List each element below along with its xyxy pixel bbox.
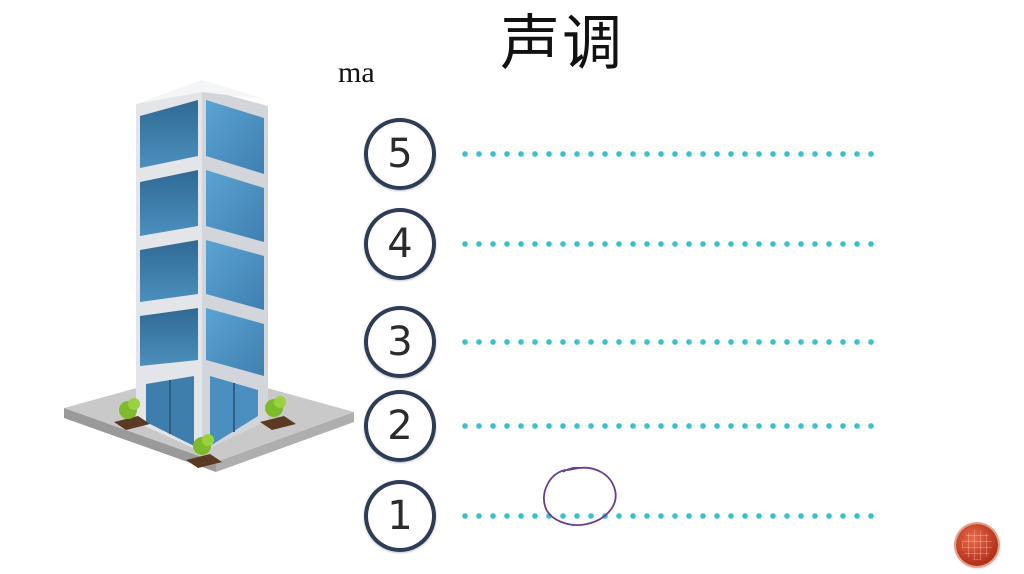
tone-level-badge: 3 — [364, 306, 436, 378]
slide-title: 声调 — [500, 9, 624, 79]
tone-level-badge: 2 — [364, 390, 436, 462]
tone-level-number: 1 — [368, 484, 432, 548]
dotted-guide-line — [458, 338, 874, 346]
dotted-guide-line — [458, 512, 874, 520]
dotted-guide-line — [458, 150, 874, 158]
tone-level-row-1: 1 — [364, 480, 884, 560]
tone-level-number: 5 — [368, 122, 432, 186]
tone-level-number: 3 — [368, 310, 432, 374]
tone-level-row-5: 5 — [364, 118, 884, 198]
tone-level-badge: 4 — [364, 208, 436, 280]
tone-level-number: 4 — [368, 212, 432, 276]
tone-level-badge: 5 — [364, 118, 436, 190]
hand-drawn-circle-icon — [543, 466, 617, 526]
dotted-guide-line — [458, 240, 874, 248]
tone-level-row-2: 2 — [364, 390, 884, 470]
dotted-guide-line — [458, 422, 874, 430]
tone-level-badge: 1 — [364, 480, 436, 552]
slide-nav-button[interactable] — [956, 524, 998, 566]
tone-level-row-4: 4 — [364, 208, 884, 288]
tone-level-row-3: 3 — [364, 306, 884, 386]
tone-level-number: 2 — [368, 394, 432, 458]
pinyin-syllable: ma — [338, 56, 375, 89]
office-building-icon — [64, 80, 354, 472]
